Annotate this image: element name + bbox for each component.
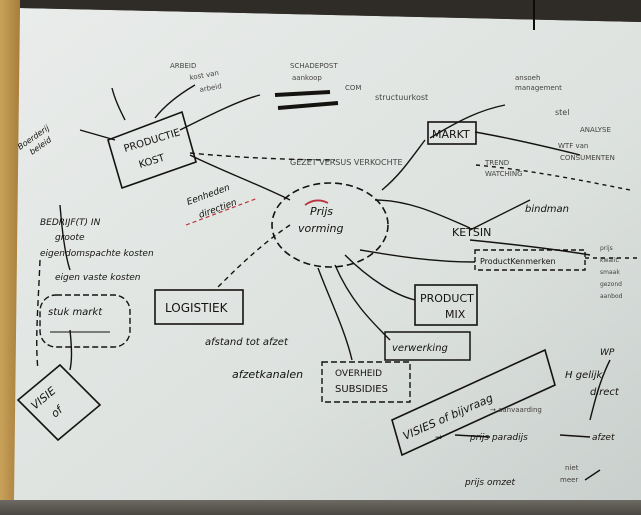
svg-text:→: → <box>435 433 443 443</box>
svg-text:groote: groote <box>55 233 85 243</box>
svg-text:CONSUMENTEN: CONSUMENTEN <box>560 154 615 162</box>
svg-text:WATCHING: WATCHING <box>485 170 523 178</box>
svg-text:TREND: TREND <box>484 159 509 167</box>
productkenmerken-label: ProductKenmerken <box>480 257 556 266</box>
svg-text:OVERHEID: OVERHEID <box>335 369 382 379</box>
svg-text:arbeid: arbeid <box>199 82 222 94</box>
svg-text:MIX: MIX <box>445 308 466 321</box>
afstand-label: afstand tot afzet <box>205 337 289 348</box>
svg-text:ARBEID: ARBEID <box>170 62 196 70</box>
svg-text:→ aanvaarding: → aanvaarding <box>490 406 542 414</box>
logistiek-label: LOGISTIEK <box>165 301 229 315</box>
svg-text:ansoeh: ansoeh <box>515 74 540 82</box>
svg-text:prijs: prijs <box>600 245 613 252</box>
verwerking-label: verwerking <box>392 343 448 354</box>
svg-text:management: management <box>515 84 562 92</box>
svg-text:direct: direct <box>590 387 620 398</box>
subsidies-label: SUBSIDIES <box>335 384 388 395</box>
svg-text:niet: niet <box>565 464 579 472</box>
bedrijf-label: BEDRIJF(T) IN <box>40 218 101 228</box>
bindman-label: bindman <box>525 204 569 215</box>
center-topic-line1: Prijs <box>310 205 333 218</box>
structuurkost-label: structuurkost <box>375 93 428 102</box>
svg-text:smaak: smaak <box>600 269 620 276</box>
wp-label: WP <box>600 348 615 358</box>
svg-text:eigen vaste kosten: eigen vaste kosten <box>55 273 141 283</box>
afzet-label: afzet <box>592 433 615 443</box>
gezet-label: GEZET VERSUS VERKOCHTE <box>290 158 403 167</box>
analyse-label: ANALYSE <box>580 126 611 134</box>
red-scribble <box>304 199 329 206</box>
svg-text:WTF van: WTF van <box>558 142 588 150</box>
ketsin-label: KETSIN <box>452 226 491 239</box>
center-topic-line2: vorming <box>298 222 344 235</box>
table-surface <box>0 500 641 515</box>
svg-text:kwalit.: kwalit. <box>600 257 620 264</box>
svg-text:gezond: gezond <box>600 281 622 288</box>
prijs-paradijs-label: prijs paradijs <box>469 433 528 443</box>
markt-label: MARKT <box>432 128 470 141</box>
afzetkanalen-label: afzetkanalen <box>232 368 303 381</box>
svg-text:H gelijk: H gelijk <box>565 370 604 381</box>
stuk-markt-label: stuk markt <box>48 307 103 318</box>
svg-text:aanbod: aanbod <box>600 293 623 300</box>
svg-text:stel: stel <box>555 108 569 117</box>
prijs-omzet-label: prijs omzet <box>464 478 515 488</box>
svg-text:SCHADEPOST: SCHADEPOST <box>290 62 338 70</box>
svg-text:eigendomspachte kosten: eigendomspachte kosten <box>40 249 154 259</box>
wooden-table-edge <box>0 0 20 515</box>
product-mix-label: PRODUCT <box>420 292 474 305</box>
svg-text:meer: meer <box>560 476 578 484</box>
svg-text:aankoop: aankoop <box>292 74 322 82</box>
svg-text:COM: COM <box>345 84 361 92</box>
